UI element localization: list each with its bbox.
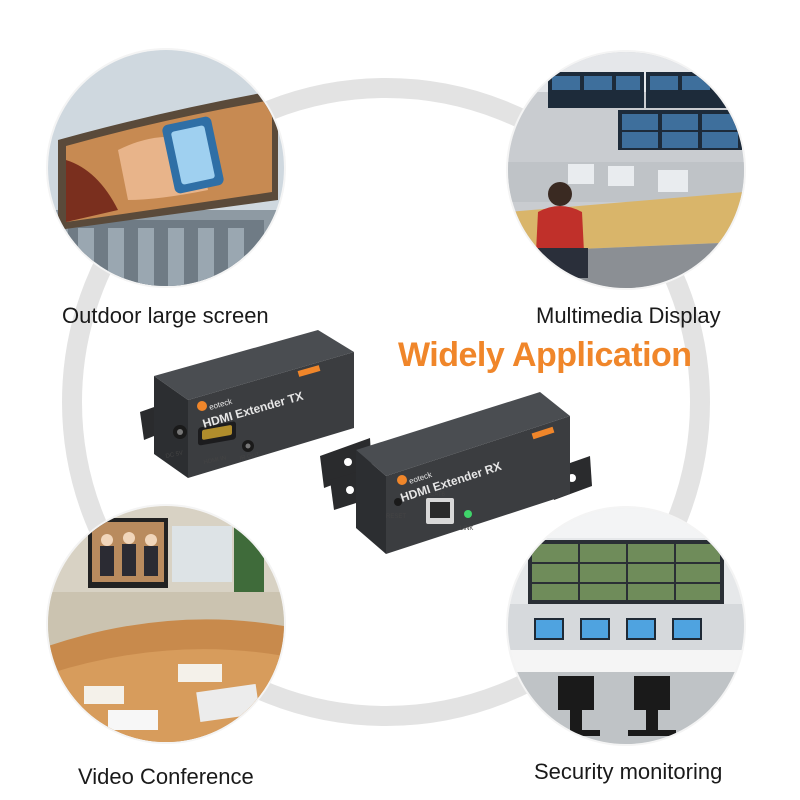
tx-unit: eoteck HDMI Extender TX DC 5V HDMI IN IR… bbox=[140, 330, 372, 488]
rx-cat-label: CAT6 bbox=[430, 492, 446, 498]
tx-ir-label: IR OUT bbox=[239, 452, 260, 462]
rx-link-label: LINK bbox=[460, 526, 473, 532]
rx-unit: eoteck HDMI Extender RX RESET CAT6 LINK bbox=[330, 392, 592, 554]
caption-multimedia: Multimedia Display bbox=[536, 303, 721, 328]
caption-conference: Video Conference bbox=[78, 764, 254, 789]
rx-reset-label: RESET bbox=[386, 514, 406, 520]
hdmi-extender-devices: eoteck HDMI Extender TX DC 5V HDMI IN IR… bbox=[140, 330, 600, 560]
tx-power-label: DC 5V bbox=[165, 450, 184, 460]
tx-hdmi-label: HDMI IN bbox=[203, 455, 227, 466]
caption-outdoor: Outdoor large screen bbox=[62, 303, 269, 328]
outdoor-screen-photo bbox=[48, 50, 284, 286]
caption-security: Security monitoring bbox=[534, 759, 723, 784]
headline: Widely Application bbox=[398, 336, 692, 374]
control-room-photo bbox=[508, 52, 744, 288]
conference-room-photo bbox=[48, 506, 284, 742]
